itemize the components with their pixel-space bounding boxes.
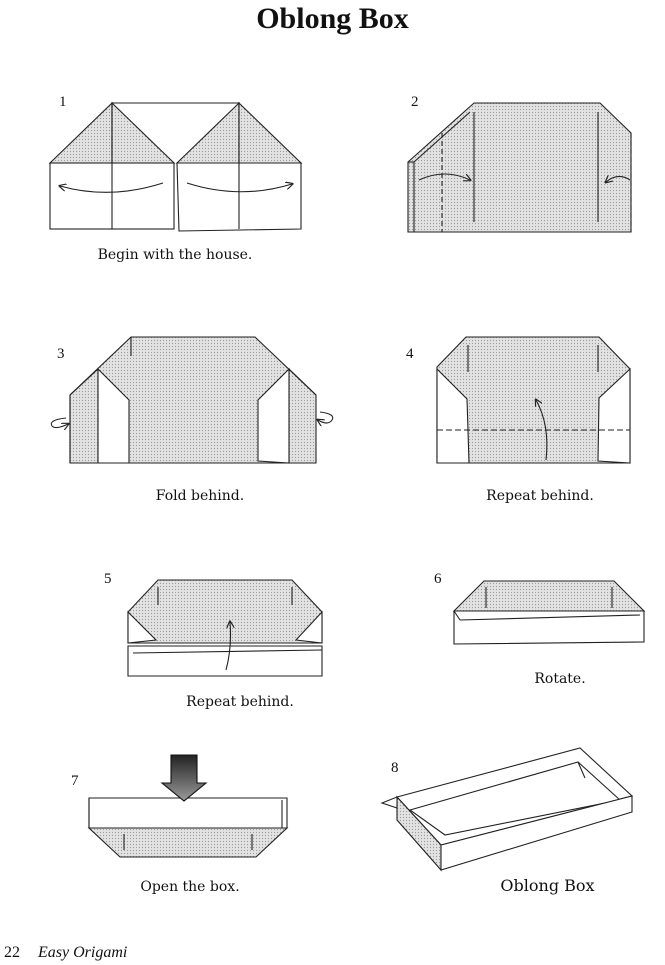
step-number: 7 xyxy=(71,773,79,789)
step-caption: Rotate. xyxy=(534,671,586,687)
step-6-diagram xyxy=(452,580,646,645)
step-caption: Repeat behind. xyxy=(186,694,294,710)
step-8-diagram xyxy=(380,747,634,872)
step-caption: Begin with the house. xyxy=(97,247,253,263)
step-number: 1 xyxy=(59,94,67,110)
step-7-diagram xyxy=(87,754,289,858)
final-model-caption: Oblong Box xyxy=(500,876,595,895)
step-5-diagram xyxy=(127,579,323,677)
step-number: 2 xyxy=(411,94,419,110)
page-title: Oblong Box xyxy=(256,2,409,35)
step-4-diagram xyxy=(436,336,631,464)
book-title: Easy Origami xyxy=(38,944,128,961)
step-number: 5 xyxy=(104,571,112,587)
page-footer: 22 Easy Origami xyxy=(4,944,127,962)
step-caption: Open the box. xyxy=(140,879,240,895)
step-number: 6 xyxy=(434,571,442,587)
step-number: 8 xyxy=(391,760,399,776)
step-number: 3 xyxy=(57,346,65,362)
step-number: 4 xyxy=(406,346,414,362)
step-2-diagram xyxy=(407,102,632,233)
step-3-diagram xyxy=(50,336,334,464)
page-number: 22 xyxy=(4,944,20,961)
step-1-diagram xyxy=(48,101,303,232)
step-caption: Fold behind. xyxy=(155,488,245,504)
step-caption: Repeat behind. xyxy=(486,488,594,504)
